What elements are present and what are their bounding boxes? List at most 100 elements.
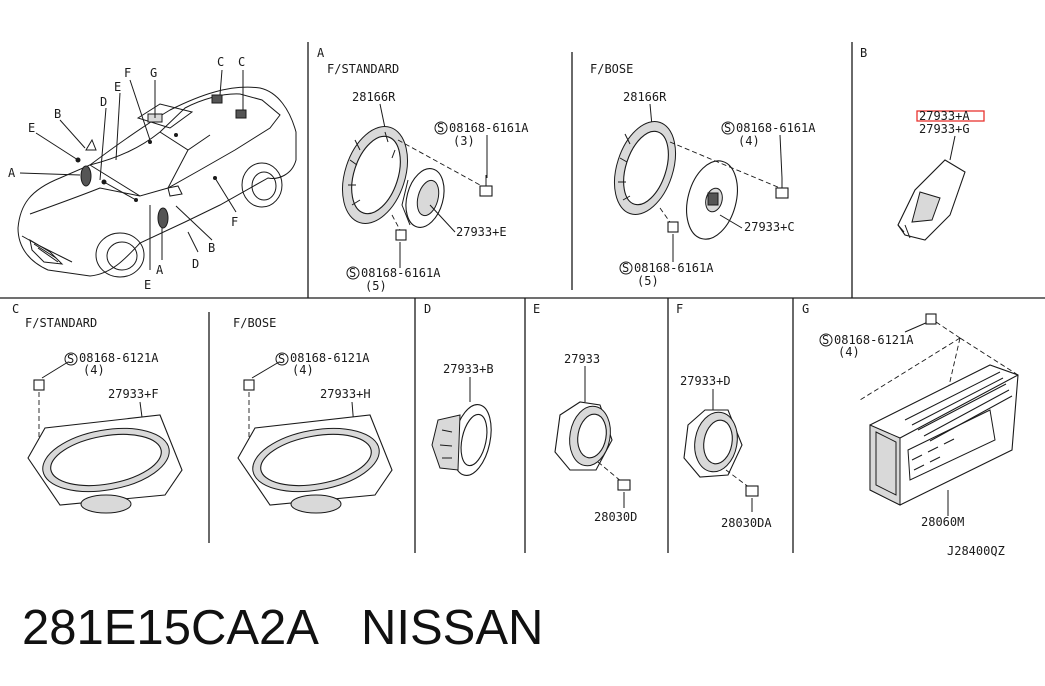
svg-text:S: S (278, 352, 285, 366)
bolt-s-symbol-icon: S (434, 121, 448, 135)
qty-label: (4) (83, 363, 105, 377)
bolt-icon (925, 313, 937, 325)
part-label: 28030D (594, 510, 637, 524)
section-A: A F/STANDARD 28166R S 08168-6161A (3) (317, 46, 816, 293)
svg-text:S: S (67, 352, 74, 366)
part-label: 08168-6161A (449, 121, 529, 135)
speaker-icon (237, 414, 393, 514)
section-letter: B (860, 46, 867, 60)
svg-text:S: S (724, 121, 731, 135)
speaker-icon (614, 121, 676, 215)
variant-title: F/BOSE (590, 62, 633, 76)
callout-C-1: C (217, 55, 224, 69)
part-label: 27933+G (919, 122, 970, 136)
part-label: 08168-6161A (361, 266, 441, 280)
bolt-s-symbol-icon: S (619, 261, 633, 275)
bolt-icon (667, 221, 679, 233)
speaker-icon (554, 401, 613, 471)
bolt-icon (33, 379, 45, 391)
callout-E-3: E (144, 278, 151, 292)
bolt-icon (617, 479, 631, 491)
bolt-icon (775, 187, 789, 199)
bolt-s-symbol-icon: S (721, 121, 735, 135)
callout-B-1: B (208, 241, 215, 255)
section-dividers (0, 42, 1045, 553)
speaker-icon (401, 168, 445, 228)
diagram-code: J28400QZ (947, 544, 1005, 558)
section-D: D 27933+B (424, 302, 494, 476)
part-label: 27933 (564, 352, 600, 366)
bolt-icon (243, 379, 255, 391)
speaker-icon (342, 126, 408, 224)
callout-G: G (150, 66, 157, 80)
speaker-icon (683, 409, 743, 478)
callout-A-1: A (8, 166, 16, 180)
part-label: 08168-6121A (290, 351, 370, 365)
amplifier-icon (869, 364, 1019, 506)
part-label: 27933+C (744, 220, 795, 234)
callout-F-1: F (124, 66, 131, 80)
section-C: C F/STANDARD S 08168-6121A (4) 27933+F F… (12, 302, 393, 514)
part-label: 28166R (623, 90, 667, 104)
svg-text:S: S (822, 333, 829, 347)
section-letter: E (533, 302, 540, 316)
speaker-icon (431, 404, 492, 476)
section-E: E 27933 28030D (533, 302, 637, 524)
bolt-icon (745, 485, 759, 497)
section-F: F 27933+D 28030DA (676, 302, 772, 530)
qty-label: (4) (738, 134, 760, 148)
part-label: 08168-6161A (736, 121, 816, 135)
qty-label: (5) (637, 274, 659, 288)
part-label: 08168-6121A (79, 351, 159, 365)
callout-E-2: E (114, 80, 121, 94)
callout-B-2: B (54, 107, 61, 121)
callout-F-2: F (231, 215, 238, 229)
section-letter: A (317, 46, 325, 60)
variant-title: F/STANDARD (25, 316, 97, 330)
part-label: 27933+D (680, 374, 731, 388)
part-label: 27933+F (108, 387, 159, 401)
part-label: 28030DA (721, 516, 772, 530)
section-B: B 27933+A 27933+G (860, 46, 985, 241)
bolt-s-symbol-icon: S (64, 352, 78, 366)
speaker-icon (27, 414, 183, 514)
part-label: 27933+B (443, 362, 494, 376)
speaker-icon (686, 160, 738, 240)
section-G: G S 08168-6121A (4) 28060M (802, 302, 1019, 529)
qty-label: (5) (365, 279, 387, 293)
callout-A-2: A (156, 263, 164, 277)
qty-label: (3) (453, 134, 475, 148)
section-letter: D (424, 302, 431, 316)
callout-D-2: D (192, 257, 199, 271)
callout-E-1: E (28, 121, 35, 135)
qty-label: (4) (838, 345, 860, 359)
part-label: 28166R (352, 90, 396, 104)
qty-label: (4) (292, 363, 314, 377)
part-label: 08168-6161A (634, 261, 714, 275)
section-letter: G (802, 302, 809, 316)
caption: 281E15CA2A NISSAN (22, 600, 585, 656)
callout-D-1: D (100, 95, 107, 109)
section-letter: C (12, 302, 19, 316)
part-label: 27933+E (456, 225, 507, 239)
part-number: 281E15CA2A (22, 601, 319, 655)
bolt-s-symbol-icon: S (819, 333, 833, 347)
part-label-highlighted: 27933+A (919, 109, 970, 123)
part-label: 08168-6121A (834, 333, 914, 347)
bolt-icon (395, 175, 493, 241)
bolt-s-symbol-icon: S (275, 352, 289, 366)
part-label: 28060M (921, 515, 964, 529)
highlight-box (916, 110, 985, 122)
callout-C-2: C (238, 55, 245, 69)
brand-name: NISSAN (360, 601, 544, 655)
section-letter: F (676, 302, 683, 316)
variant-title: F/BOSE (233, 316, 276, 330)
car-outline-icon (17, 86, 297, 278)
variant-title: F/STANDARD (327, 62, 399, 76)
speaker-icon (897, 159, 966, 241)
callout-leaders (19, 69, 244, 270)
car-overview: A B C C D D E E E F F G B A (8, 55, 297, 292)
svg-text:S: S (349, 266, 356, 280)
bolt-s-symbol-icon: S (346, 266, 360, 280)
